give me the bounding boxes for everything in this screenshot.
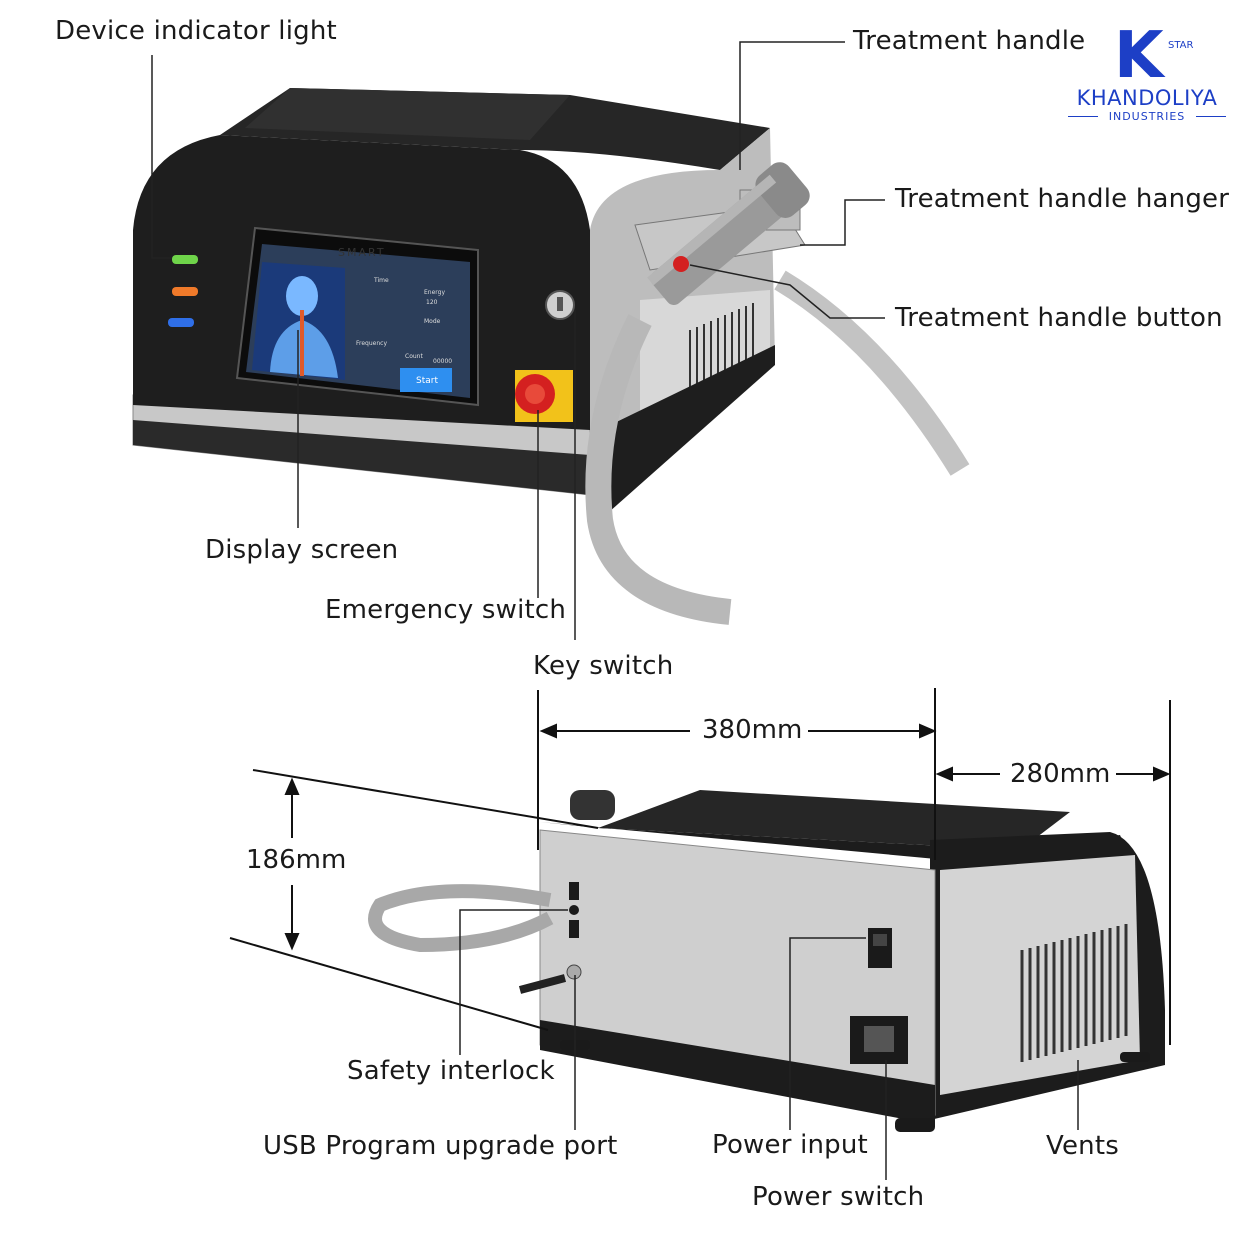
screen-energy-label: Energy bbox=[424, 289, 446, 296]
screen-count-label: Count bbox=[405, 353, 423, 360]
label-power-input: Power input bbox=[712, 1130, 868, 1160]
logo-rule-left bbox=[1068, 116, 1098, 117]
screen-brand: SMART bbox=[338, 246, 386, 259]
front-device bbox=[132, 88, 970, 625]
label-treatment-handle-hanger: Treatment handle hanger bbox=[895, 184, 1230, 214]
label-vents: Vents bbox=[1046, 1131, 1119, 1161]
label-power-switch: Power switch bbox=[752, 1182, 925, 1212]
back-leaders bbox=[459, 909, 1079, 1180]
dimension-width: 380mm bbox=[696, 715, 809, 745]
brand-logo: K STAR KHANDOLIYA INDUSTRIES bbox=[1062, 22, 1232, 132]
screen-count-value: 00000 bbox=[433, 358, 453, 365]
logo-rule-right bbox=[1196, 116, 1226, 117]
label-emergency-switch: Emergency switch bbox=[325, 595, 567, 625]
front-leaders bbox=[151, 41, 885, 640]
logo-subtitle: INDUSTRIES bbox=[1108, 110, 1186, 123]
dimension-height: 186mm bbox=[240, 845, 353, 875]
logo-letter: K bbox=[1114, 19, 1164, 93]
screen-time-label: Time bbox=[374, 277, 389, 284]
screen-frequency-label: Frequency bbox=[356, 340, 387, 347]
label-key-switch: Key switch bbox=[533, 651, 674, 681]
label-treatment-handle-button: Treatment handle button bbox=[895, 303, 1223, 333]
screen-energy-value: 120 bbox=[426, 299, 438, 306]
screen-start-button: Start bbox=[416, 376, 438, 386]
logo-star: STAR bbox=[1168, 40, 1194, 51]
label-safety-interlock: Safety interlock bbox=[347, 1056, 555, 1086]
label-display-screen: Display screen bbox=[205, 535, 399, 565]
screen-mode-label: Mode bbox=[424, 318, 441, 325]
dimension-depth: 280mm bbox=[1004, 759, 1117, 789]
logo-company-name: KHANDOLIYA bbox=[1076, 86, 1218, 110]
back-device bbox=[368, 790, 1165, 1132]
label-treatment-handle: Treatment handle bbox=[853, 26, 1086, 56]
label-device-indicator-light: Device indicator light bbox=[55, 16, 337, 46]
dimension-lines bbox=[229, 688, 1171, 1045]
label-usb-port: USB Program upgrade port bbox=[263, 1131, 618, 1161]
